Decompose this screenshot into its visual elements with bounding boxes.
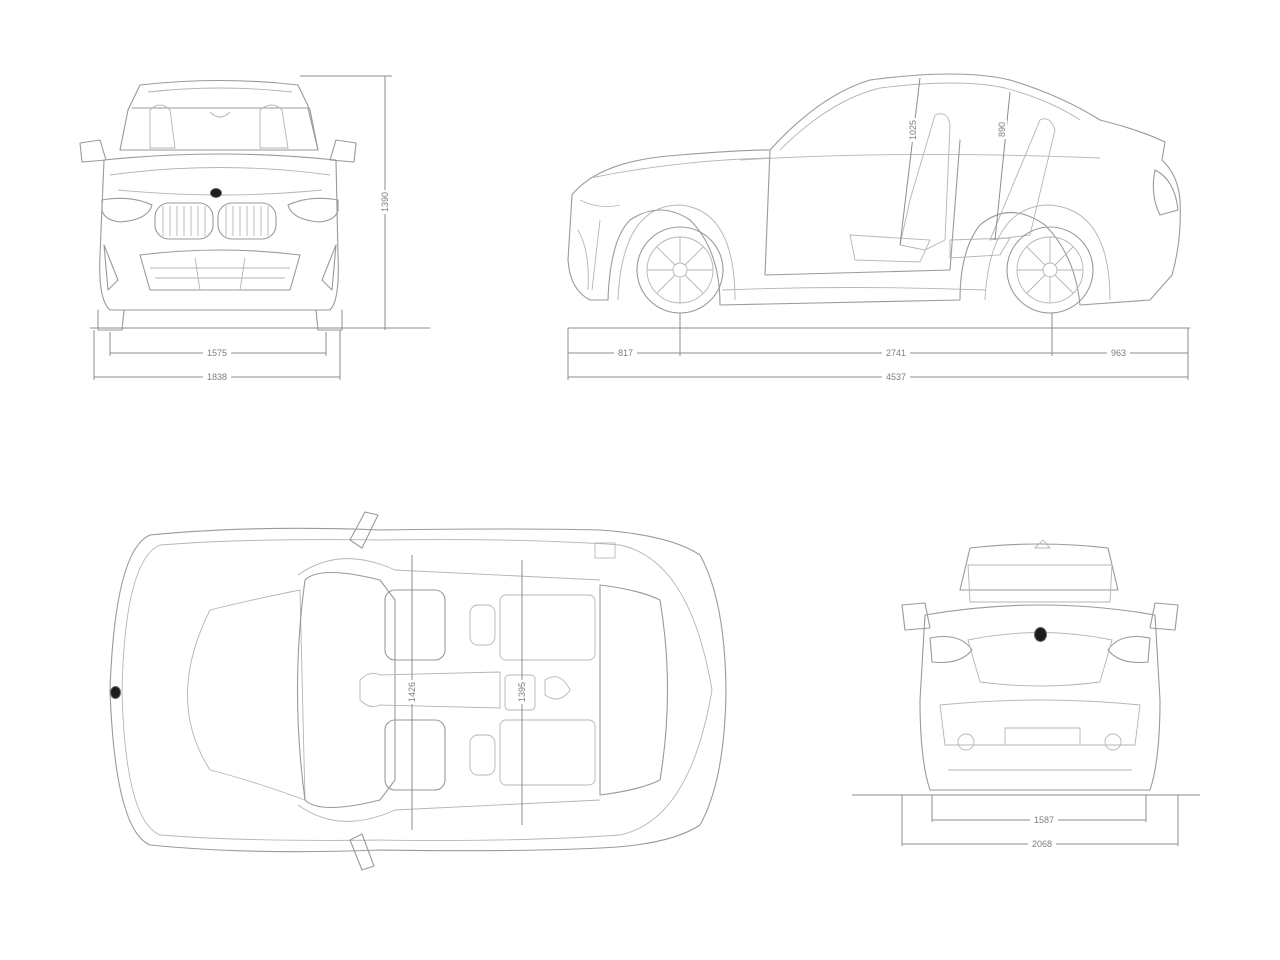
top-view	[109, 511, 727, 871]
front-shoulder-label: 1426	[407, 680, 417, 705]
rear-track-label: 1587	[1030, 815, 1059, 825]
rear-shoulder-label: 1395	[517, 680, 527, 705]
bmw-logo-rear	[1034, 627, 1047, 642]
front-track-label: 1575	[203, 348, 232, 358]
front-overhang-label: 817	[614, 348, 638, 358]
front-width-label: 1838	[203, 372, 232, 382]
rear-width-mirrors-label: 2068	[1028, 839, 1057, 849]
overall-length-label: 4537	[882, 372, 911, 382]
bmw-logo-front	[210, 188, 222, 198]
rear-view	[852, 539, 1200, 846]
bmw-logo-top	[110, 686, 121, 699]
front-height-label: 1390	[380, 190, 390, 215]
side-view	[567, 73, 1190, 380]
wheelbase-label: 2741	[882, 348, 911, 358]
rear-headroom-label: 890	[997, 120, 1007, 140]
front-view	[79, 75, 430, 380]
front-headroom-label: 1025	[908, 118, 918, 143]
rear-overhang-label: 963	[1107, 348, 1131, 358]
